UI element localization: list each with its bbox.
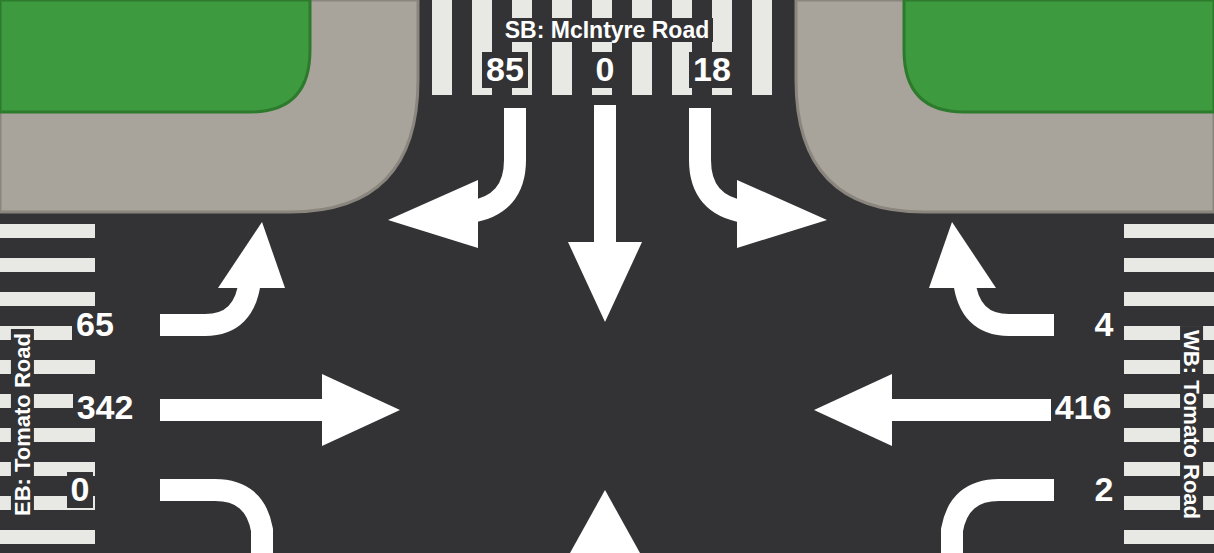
road-name-holder: WB: Tomato Road — [1180, 326, 1203, 523]
crosswalk-stripe — [1124, 224, 1214, 238]
crosswalk-stripe — [0, 258, 95, 272]
road-name: EB: Tomato Road — [10, 330, 33, 521]
volume-count: 0 — [67, 472, 94, 508]
crosswalk — [432, 0, 772, 95]
volume-count: 4 — [1091, 307, 1118, 343]
volume-count: 2 — [1091, 472, 1118, 508]
volume-count-holder: 4 — [1091, 307, 1118, 343]
crosswalk-stripe — [0, 292, 95, 306]
volume-count: 342 — [73, 390, 138, 426]
crosswalk-stripe — [0, 530, 95, 544]
crosswalk-stripe — [1124, 292, 1214, 306]
crosswalk-stripe — [432, 0, 452, 95]
crosswalk-stripe — [632, 0, 652, 95]
crosswalk-stripe — [552, 0, 572, 95]
northbound-arrow — [570, 490, 640, 553]
crosswalk — [0, 224, 95, 544]
crosswalk-stripe — [1124, 530, 1214, 544]
volume-count: 65 — [72, 307, 118, 343]
volume-count-holder: 65 — [72, 307, 118, 343]
volume-count-holder: 0 — [592, 52, 619, 88]
volume-count-holder: 0 — [67, 472, 94, 508]
volume-count-holder: 18 — [689, 52, 735, 88]
crosswalk — [1124, 224, 1214, 544]
volume-count: 85 — [482, 52, 528, 88]
road-name-holder: EB: Tomato Road — [10, 330, 33, 521]
volume-count: 18 — [689, 52, 735, 88]
volume-count: 416 — [1051, 390, 1116, 426]
road-name: SB: McIntyre Road — [501, 18, 713, 42]
southbound-arrows — [388, 105, 827, 322]
crosswalk-stripe — [752, 0, 772, 95]
volume-count-holder: 85 — [482, 52, 528, 88]
crosswalk-stripe — [1124, 258, 1214, 272]
volume-count-holder: 2 — [1091, 472, 1118, 508]
road-name: WB: Tomato Road — [1180, 326, 1203, 523]
volume-count: 0 — [592, 52, 619, 88]
crosswalk-stripe — [0, 224, 95, 238]
volume-count-holder: 342 — [73, 390, 138, 426]
volume-count-holder: 416 — [1051, 390, 1116, 426]
road-name-holder: SB: McIntyre Road — [501, 18, 713, 42]
